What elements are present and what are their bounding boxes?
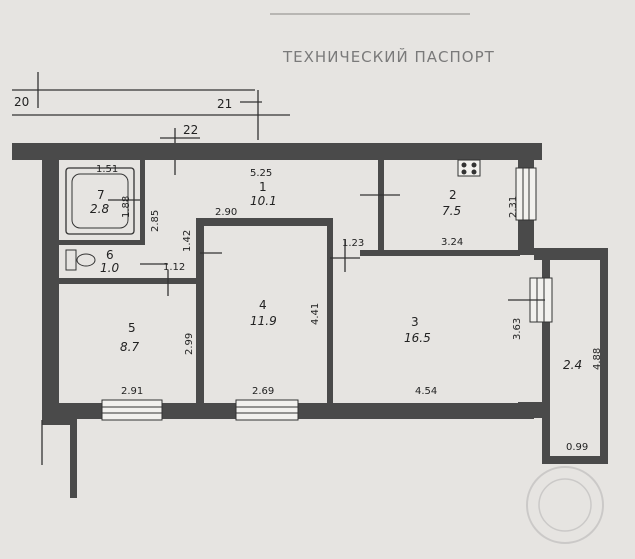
room-5: 5 8.7 <box>120 321 139 354</box>
grid-axes <box>12 72 290 175</box>
room-area: 11.9 <box>250 314 277 328</box>
dimension: 1.88 <box>121 196 132 218</box>
room-7: 7 2.8 <box>90 188 109 216</box>
room-1: 1 10.1 <box>250 180 277 208</box>
room-number: 7 <box>97 188 105 202</box>
dimension: 3.24 <box>441 237 463 248</box>
room-number: 4 <box>259 298 267 312</box>
document-title: ТЕХНИЧЕСКИЙ ПАСПОРТ <box>282 47 495 66</box>
dimension: 0.99 <box>566 442 588 453</box>
room-4: 4 11.9 <box>250 298 277 328</box>
window-icon <box>101 399 163 421</box>
room-area: 2.8 <box>90 202 109 216</box>
dimension: 2.85 <box>150 210 161 232</box>
room-number: 5 <box>128 321 136 335</box>
dimension: 4.41 <box>310 303 321 325</box>
dimension: 1.23 <box>342 238 364 249</box>
window-icon <box>235 399 299 421</box>
dimension: 1.12 <box>163 262 185 273</box>
window-icon <box>515 167 537 221</box>
dimension: 2.91 <box>121 386 143 397</box>
dimension: 3.63 <box>512 318 523 340</box>
stamp-mark <box>526 466 604 544</box>
interior-walls <box>59 160 520 404</box>
room-2: 2 7.5 <box>442 188 461 218</box>
grid-label: 21 <box>217 97 232 111</box>
dimension: 2.31 <box>508 196 519 218</box>
dimension: 5.25 <box>250 168 272 179</box>
dimension-labels: 5.25 2.90 2.85 1.51 1.88 1.42 1.12 1.23 … <box>96 164 603 453</box>
room-number: 2 <box>449 188 457 202</box>
room-6: 6 1.0 <box>100 248 119 275</box>
room-area: 7.5 <box>442 204 461 218</box>
dimension: 2.90 <box>215 207 237 218</box>
dimension: 4.88 <box>592 348 603 370</box>
dimension: 2.99 <box>184 333 195 355</box>
room-number: 1 <box>259 180 267 194</box>
bathtub-icon <box>65 167 135 235</box>
toilet-icon <box>65 249 96 271</box>
dimension: 2.69 <box>252 386 274 397</box>
dimension: 1.42 <box>182 230 193 252</box>
room-number: 3 <box>411 315 419 329</box>
room-area: 10.1 <box>250 194 277 208</box>
room-area: 8.7 <box>120 340 139 354</box>
dimension: 1.51 <box>96 164 118 175</box>
room-3: 3 16.5 <box>404 315 431 345</box>
room-number: 6 <box>106 248 114 262</box>
stove-icon <box>457 159 481 177</box>
room-area: 2.4 <box>563 358 582 372</box>
room-balcony: 2.4 <box>563 358 582 372</box>
grid-label: 22 <box>183 123 198 137</box>
room-area: 16.5 <box>404 331 431 345</box>
room-area: 1.0 <box>100 261 119 275</box>
grid-label: 20 <box>14 95 29 109</box>
door-marks <box>108 194 545 301</box>
dimension: 4.54 <box>415 386 437 397</box>
